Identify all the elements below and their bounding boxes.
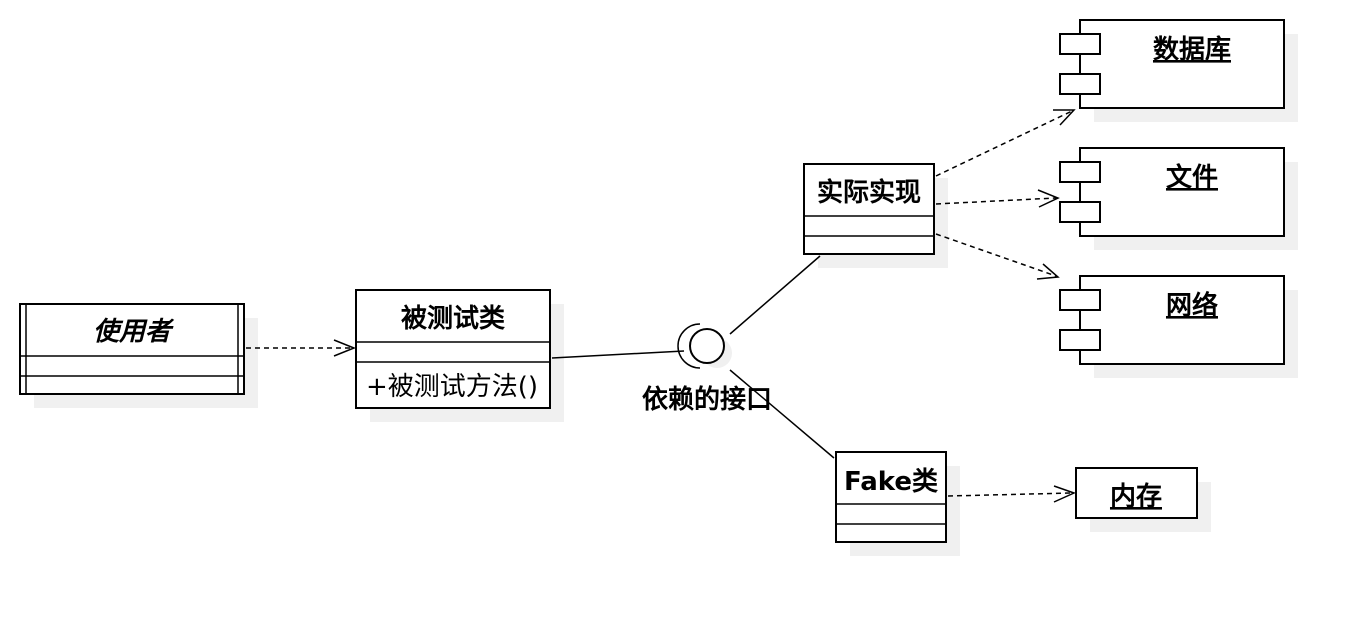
memory-label: 内存 [1110,482,1162,512]
tested-to-interface-line [551,350,685,359]
real-to-database-dependency [935,109,1076,177]
fake-to-memory-dependency [947,485,1077,503]
tested-class-method: +被测试方法() [366,372,538,402]
file-component[interactable]: 文件 [1059,147,1298,250]
database-label: 数据库 [1153,35,1231,65]
real-impl-class-name: 实际实现 [817,177,921,208]
memory-object[interactable]: 内存 [1075,467,1211,532]
interface-label: 依赖的接口 [642,384,772,415]
real-to-file-dependency [935,189,1060,208]
network-component[interactable]: 网络 [1059,275,1298,378]
tested-class-name: 被测试类 [401,304,505,334]
fake-class[interactable]: Fake类 [835,451,960,556]
interface-to-fake-line [729,369,835,459]
user-to-tested-dependency [246,339,357,357]
network-label: 网络 [1166,290,1218,321]
tested-class[interactable]: 被测试类 +被测试方法() [355,289,564,422]
user-class-name: 使用者 [93,317,175,347]
dependency-interface[interactable]: 依赖的接口 [642,323,772,415]
user-class[interactable]: 使用者 [19,303,258,408]
real-impl-class[interactable]: 实际实现 [803,163,948,268]
fake-class-name: Fake类 [844,467,938,497]
database-component[interactable]: 数据库 [1059,19,1298,122]
real-to-network-dependency [935,233,1060,280]
interface-to-real-line [729,255,821,335]
file-label: 文件 [1166,162,1218,193]
